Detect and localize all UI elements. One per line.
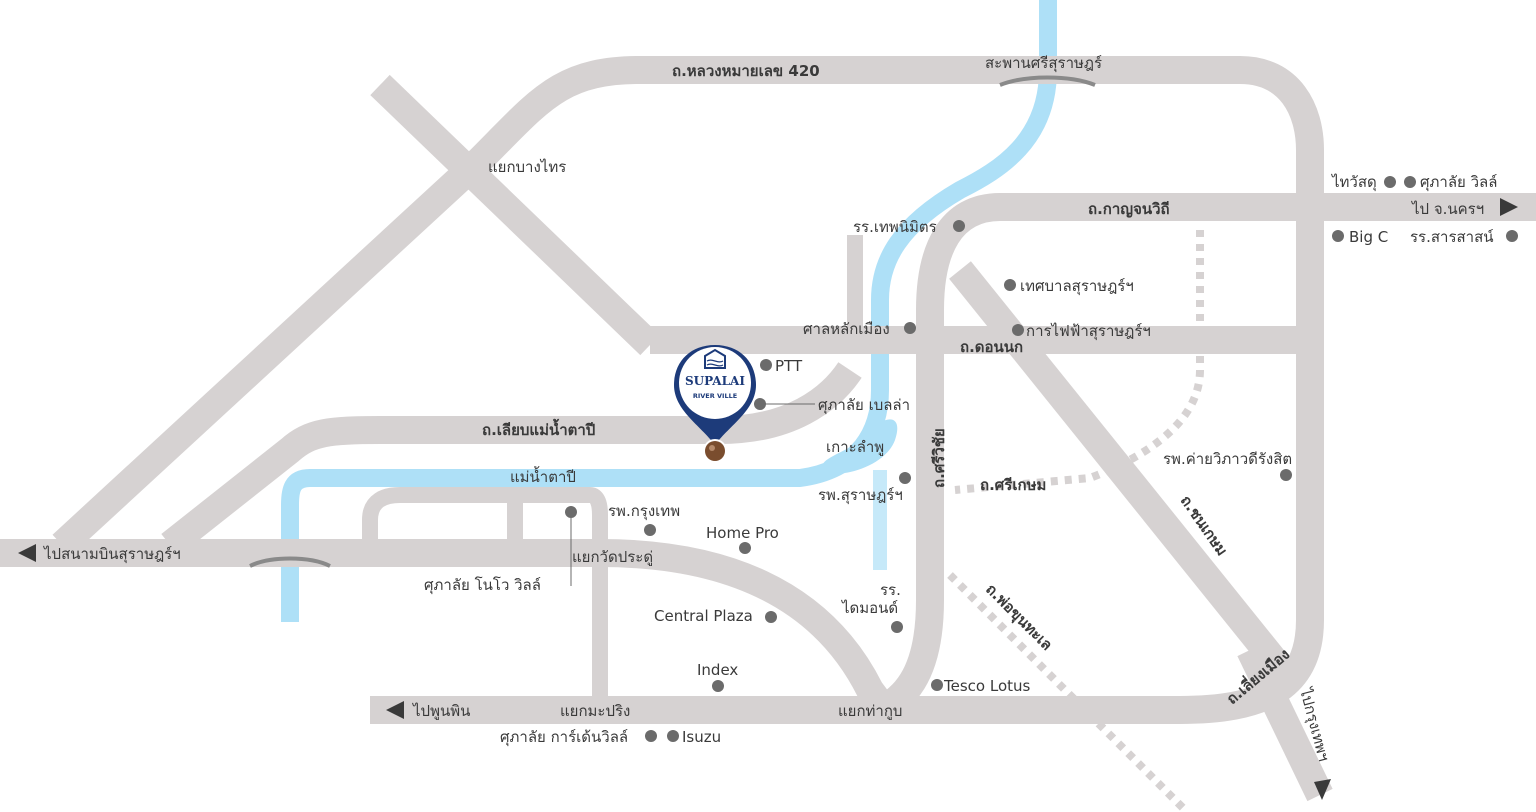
poi-dot bbox=[953, 220, 965, 232]
poi-dot bbox=[1332, 230, 1344, 242]
poi-index: Index bbox=[697, 661, 738, 679]
direction-airport: ไปสนามบินสุราษฎร์ฯ bbox=[43, 545, 181, 564]
poi-dot bbox=[765, 611, 777, 623]
road-label-kanchanawithi: ถ.กาญจนวิถี bbox=[1088, 200, 1170, 218]
poi-dot bbox=[1280, 469, 1292, 481]
poi-dot bbox=[1404, 176, 1416, 188]
project-pin[interactable]: SUPALAI RIVER VILLE bbox=[674, 345, 756, 463]
bridge-shape bbox=[999, 75, 1096, 87]
poi-isuzu: Isuzu bbox=[682, 728, 721, 746]
roads bbox=[0, 56, 1536, 802]
poi-tesco: Tesco Lotus bbox=[943, 677, 1031, 695]
arrow-right-nakhon bbox=[1500, 198, 1518, 216]
poi-dot bbox=[760, 359, 772, 371]
junction-bangthai: แยกบางไทร bbox=[488, 158, 566, 176]
bridge-label: สะพานศรีสุราษฎร์ bbox=[985, 54, 1102, 73]
poi-dot bbox=[712, 680, 724, 692]
island-shape bbox=[822, 419, 898, 474]
dashed-roads bbox=[947, 230, 1204, 812]
road-label-donnok: ถ.ดอนนก bbox=[960, 338, 1023, 356]
river bbox=[281, 0, 1057, 622]
poi-dot bbox=[1012, 324, 1024, 336]
poi-diamond-1: รร. bbox=[880, 581, 901, 599]
bridge-shape-west bbox=[249, 556, 331, 568]
poi-dot bbox=[1384, 176, 1396, 188]
river-label: แม่น้ำตาปี bbox=[510, 466, 576, 486]
poi-dot bbox=[739, 542, 751, 554]
junction-maprang: แยกมะปริง bbox=[560, 702, 630, 720]
poi-central: Central Plaza bbox=[654, 607, 753, 625]
road-label-siwichai: ถ.ศรีวิชัย bbox=[930, 428, 948, 488]
poi-dot bbox=[931, 679, 943, 691]
poi-home-pro: Home Pro bbox=[706, 524, 779, 542]
poi-camp-hosp: รพ.ค่ายวิภาวดีรังสิต bbox=[1163, 450, 1292, 468]
poi-bangkok-hosp: รพ.กรุงเทพ bbox=[608, 502, 680, 521]
direction-nakhon: ไป จ.นครฯ bbox=[1411, 200, 1484, 218]
poi-dot bbox=[565, 506, 577, 518]
arrow-left-airport bbox=[18, 544, 36, 562]
poi-novo: ศุภาลัย โนโว วิลล์ bbox=[424, 576, 541, 595]
poi-dot bbox=[899, 472, 911, 484]
poi-dot bbox=[645, 730, 657, 742]
poi-thaiwatsadu: ไทวัสดุ bbox=[1331, 173, 1377, 192]
places: PTT ศุภาลัย เบลล่า รร.เทพนิมิตร ศาลหลักเ… bbox=[424, 173, 1518, 747]
brand-project: RIVER VILLE bbox=[693, 392, 737, 400]
poi-ptt: PTT bbox=[775, 357, 803, 375]
poi-dot bbox=[904, 322, 916, 334]
poi-dot bbox=[1506, 230, 1518, 242]
poi-dot bbox=[754, 398, 766, 410]
pin-face bbox=[679, 347, 751, 419]
junction-watpradu: แยกวัดประดู่ bbox=[572, 548, 653, 566]
poi-dot bbox=[1004, 279, 1016, 291]
poi-dot bbox=[644, 524, 656, 536]
poi-bigc: Big C bbox=[1349, 228, 1388, 246]
location-marker bbox=[705, 441, 725, 461]
poi-bella: ศุภาลัย เบลล่า bbox=[818, 396, 910, 415]
road-label-hwy420: ถ.หลวงหมายเลข 420 bbox=[672, 62, 820, 80]
road-label-liapmaenam: ถ.เลียบแม่น้ำตาปี bbox=[482, 418, 595, 439]
road-label-srikasem: ถ.ศรีเกษม bbox=[980, 476, 1046, 494]
poi-municipality: เทศบาลสุราษฎร์ฯ bbox=[1020, 277, 1134, 296]
arrow-left-phunphin bbox=[386, 701, 404, 719]
poi-city-pillar: ศาลหลักเมือง bbox=[803, 320, 890, 338]
island-label: เกาะลำพู bbox=[826, 438, 884, 456]
poi-suratthani-hosp: รพ.สุราษฎร์ฯ bbox=[818, 486, 903, 505]
poi-diamond-2: ไดมอนด์ bbox=[841, 599, 898, 617]
logo-icon bbox=[704, 348, 726, 369]
poi-ville: ศุภาลัย วิลล์ bbox=[1420, 173, 1497, 192]
poi-pea: การไฟฟ้าสุราษฎร์ฯ bbox=[1026, 322, 1151, 341]
poi-sarasas: รร.สารสาสน์ bbox=[1410, 228, 1494, 246]
poi-garden: ศุภาลัย การ์เด้นวิลล์ bbox=[500, 728, 628, 747]
poi-dot bbox=[667, 730, 679, 742]
arrow-down-bangkok bbox=[1314, 779, 1331, 800]
poi-thepnimit: รร.เทพนิมิตร bbox=[853, 218, 937, 236]
junction-thakup: แยกท่ากูบ bbox=[838, 702, 902, 720]
direction-phunphin: ไปพูนพิน bbox=[412, 702, 470, 720]
brand-name: SUPALAI bbox=[685, 374, 745, 388]
poi-dot bbox=[891, 621, 903, 633]
